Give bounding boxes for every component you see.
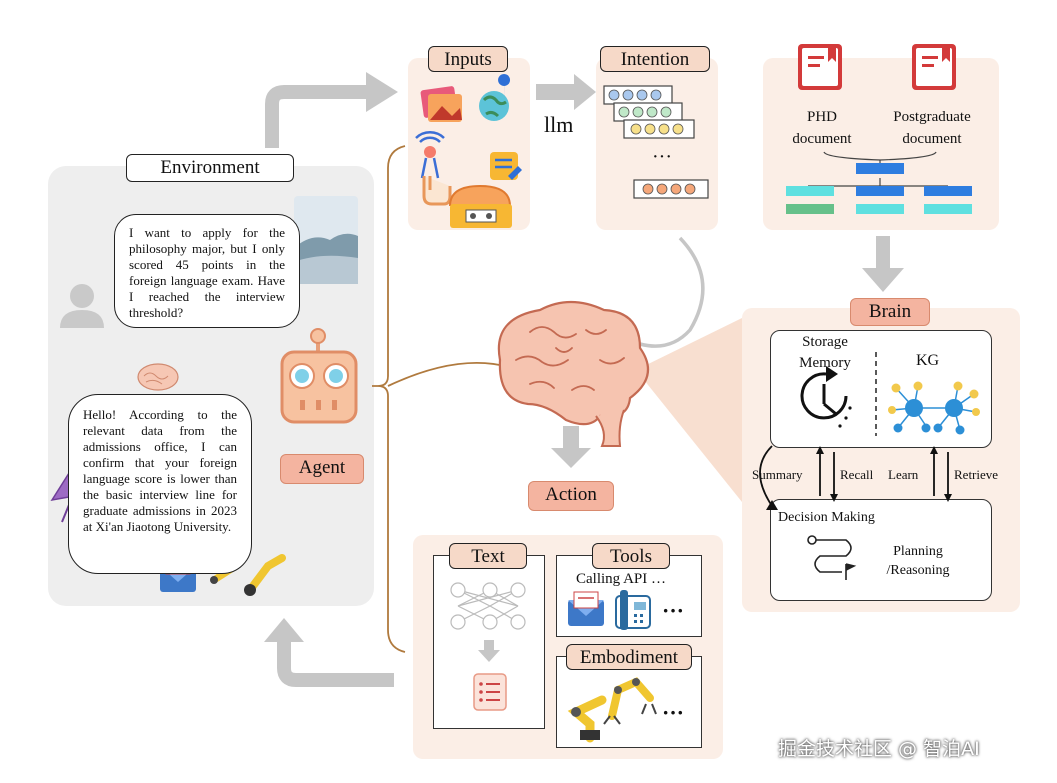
storage-memory-label: Storage Memory [799,334,851,371]
image-gallery-icon [420,86,462,122]
kg-label: KG [916,352,940,369]
signal-tower-icon [415,131,445,179]
tools-caption: Calling API … [576,571,667,587]
watermark: 掘金技术社区 @ 智泊AI [778,738,980,760]
postgraduate-document-label: Postgraduate document [893,109,971,147]
touch-hand-icon [422,176,452,206]
text-action-label: Text [449,543,527,569]
retrieve-label: Retrieve [954,467,999,482]
intention-vectors [603,85,709,199]
recall-label: Recall [840,467,874,482]
summary-label: Summary [752,467,803,482]
intention-ellipsis: ··· [652,146,672,168]
robot-arm-icon-2 [603,677,657,725]
decision-making-label: Decision Making [778,510,875,525]
inputs-label: Inputs [428,46,508,72]
brain-to-action-arrow [563,426,579,450]
intention-to-brain-curve [639,236,705,348]
text-down-arrow [484,640,494,652]
agent-message-bubble: Hello! According to the relevant data fr… [68,394,252,574]
memory-flow-arrows [759,445,949,507]
user-avatar [60,284,104,328]
inputs-to-intention-arrowhead [574,74,596,110]
radio-icon [449,184,512,228]
decision-making-box [770,499,992,601]
brain-icon [497,300,650,447]
small-brain-icon [137,363,179,391]
tools-action-label: Tools [592,543,670,569]
phd-document-label: PHD document [792,109,852,147]
inputs-to-intention-arrow [536,84,576,100]
clock-icon [800,366,852,428]
llm-label: llm [544,112,574,137]
telephone-icon [615,590,651,630]
env-to-inputs-arrow [265,85,372,148]
landscape-image [294,196,358,284]
robot-arm-icon-1 [567,695,607,743]
text-down-arrowhead [478,650,500,662]
document-list-icon [473,673,507,711]
brain-focus-wedge [636,318,742,502]
learn-label: Learn [888,467,919,482]
planning-path-icon [807,535,857,580]
docs-to-brain-arrowhead [862,268,904,292]
env-to-inputs-arrowhead [366,72,398,112]
postgraduate-book-icon [912,44,956,90]
user-message-bubble: I want to apply for the philosophy major… [114,214,300,328]
tools-more: ··· [662,598,685,623]
phd-book-icon [798,44,842,90]
map-globe-icon [479,74,511,121]
brain-label: Brain [850,298,930,326]
embodiment-more: ··· [662,700,685,725]
robot-icon [280,328,358,424]
docs-to-brain-arrow [876,236,890,272]
environment-label: Environment [126,154,294,182]
planning-reasoning-label: Planning /Reasoning [886,544,950,578]
action-label: Action [528,481,614,511]
intention-label: Intention [600,46,710,72]
action-to-env-arrow [277,638,394,687]
neural-network-icon [450,582,526,630]
agent-bracket-line [372,145,406,653]
envelope-icon-tools [568,591,604,626]
brain-to-action-arrowhead [551,448,591,468]
agent-label: Agent [280,454,364,484]
summary-arrow [759,445,773,507]
embodiment-action-label: Embodiment [566,644,692,670]
note-icon [490,152,522,180]
knowledge-graph-icon [888,381,980,435]
document-tree-nodes [786,163,972,214]
action-to-env-arrowhead [264,618,304,642]
